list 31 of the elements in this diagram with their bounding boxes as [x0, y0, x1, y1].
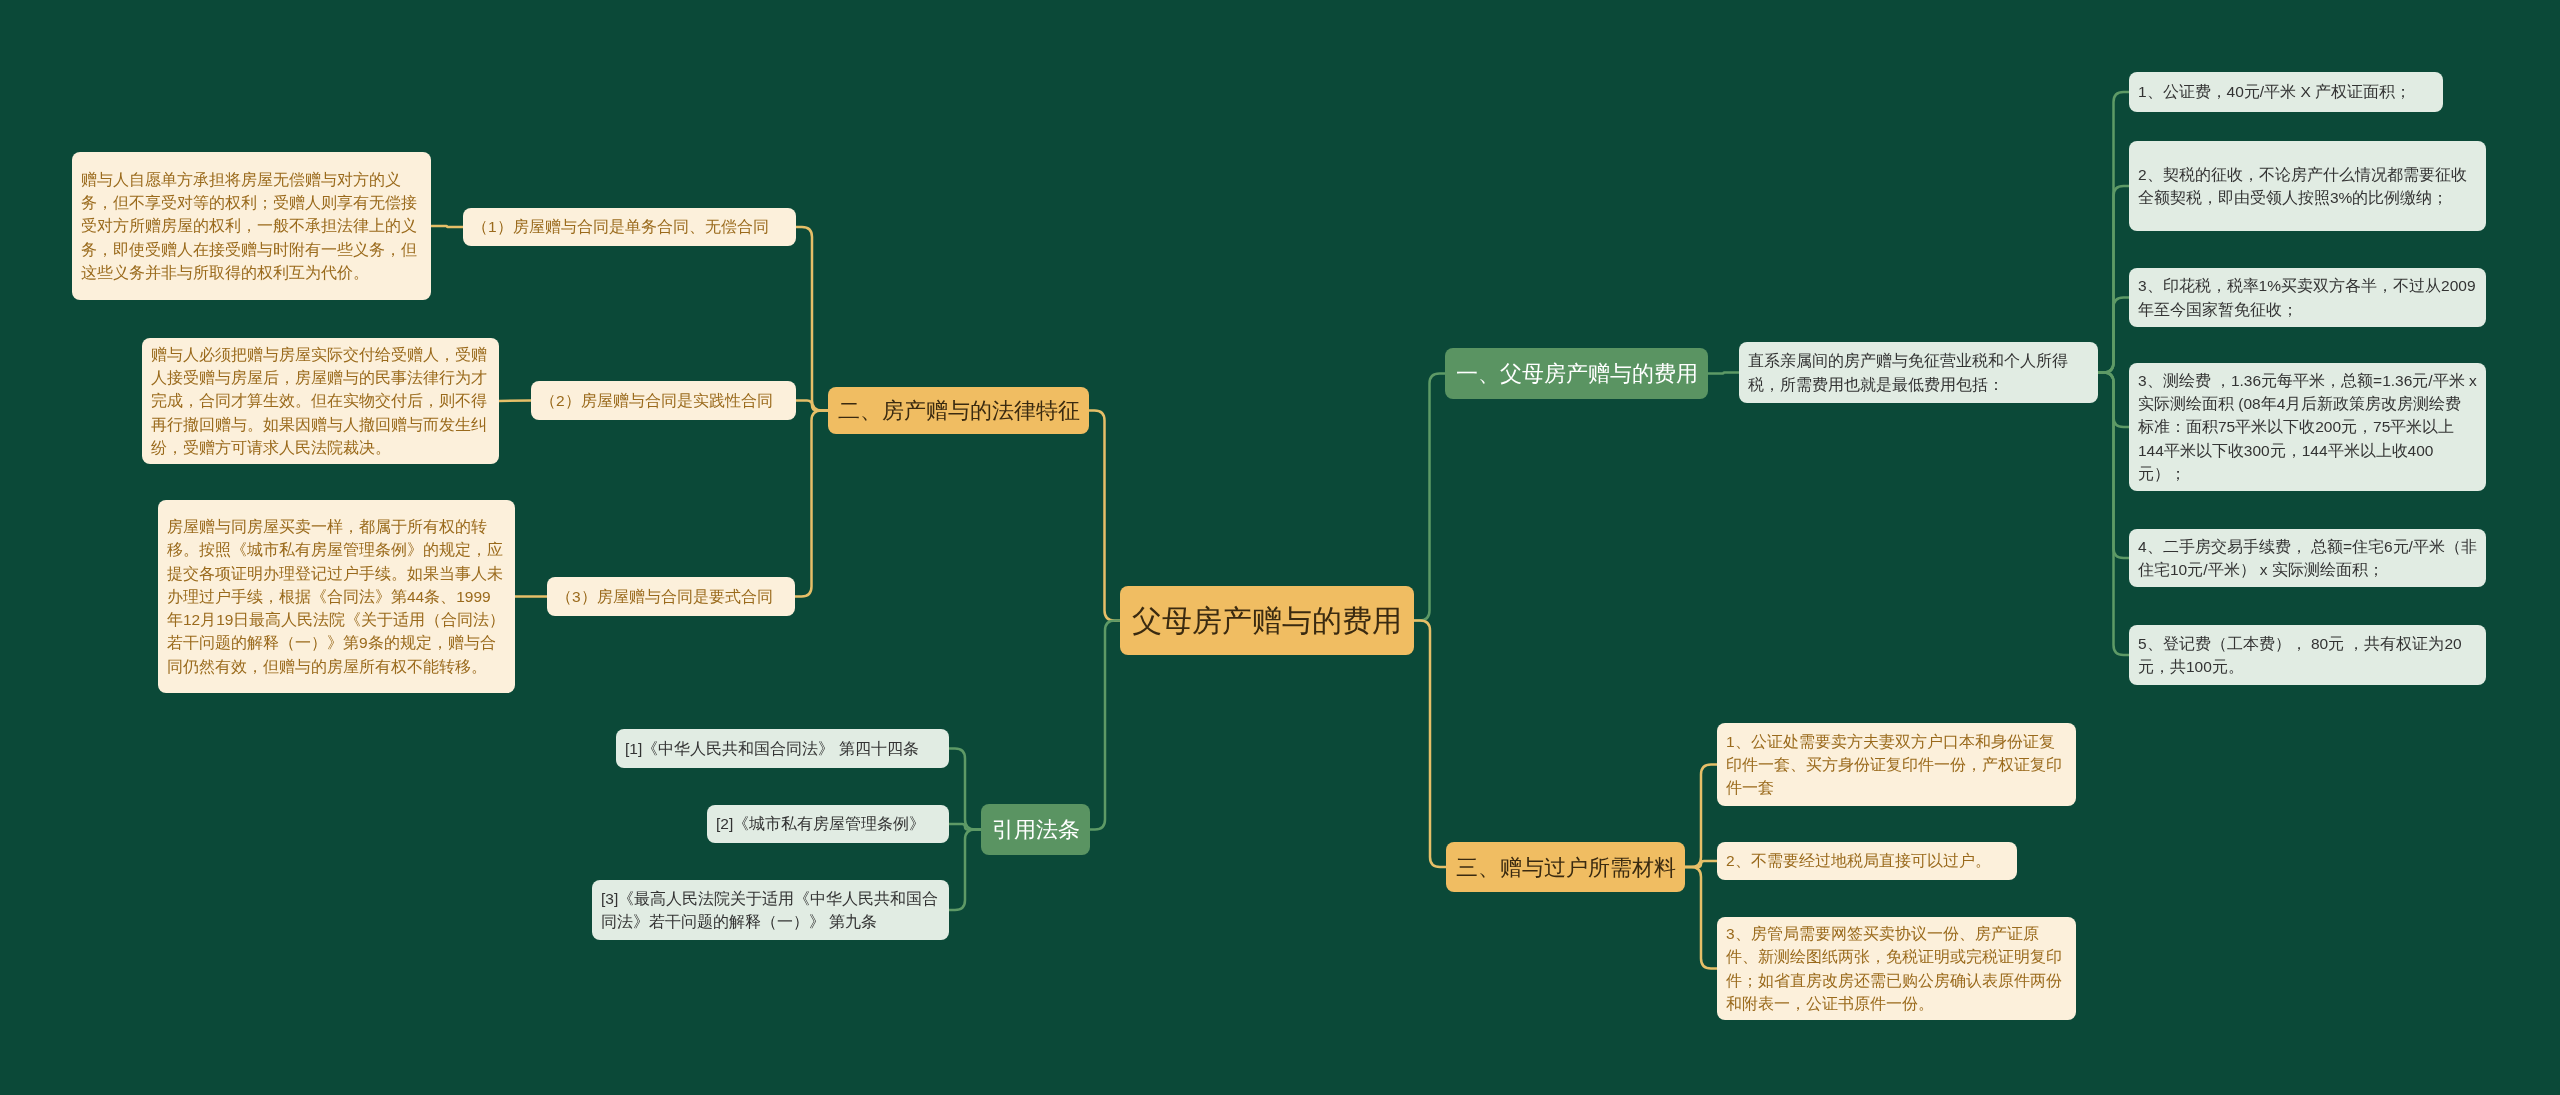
note-box: [1]《中华人民共和国合同法》 第四十四条	[616, 729, 949, 768]
connector-line	[1414, 619, 1446, 869]
connector-line	[795, 409, 828, 598]
note-box: 房屋赠与同房屋买卖一样，都属于所有权的转移。按照《城市私有房屋管理条例》的规定，应提交各项证明办理登记过户手续。如果当事人未办理过户手续，根据《合同法》第44条、1999年12月19日最高人民法院《关于适用（合同法）若干问题的解释（一）》第9条的规定，赠与合同仍然有效，但赠与的房屋所有权不能转移。	[158, 500, 515, 693]
note-box: 1、公证费，40元/平米 X 产权证面积；	[2129, 72, 2443, 112]
note-box: [2]《城市私有房屋管理条例》	[707, 805, 949, 843]
note-box: [3]《最高人民法院关于适用《中华人民共和国合同法》若干问题的解释（一）》 第九条	[592, 880, 949, 940]
note-box: 4、二手房交易手续费， 总额=住宅6元/平米（非住宅10元/平米） x 实际测绘面积；	[2129, 529, 2486, 587]
note-box: 3、房管局需要网签买卖协议一份、房产证原件、新测绘图纸两张，免税证明或完税证明复印件；如省直房改房还需已购公房确认表原件两份和附表一，公证书原件一份。	[1717, 917, 2076, 1020]
branch-box: 引用法条	[981, 804, 1090, 855]
note-box: （3）房屋赠与合同是要式合同	[547, 577, 795, 616]
note-box: 2、不需要经过地税局直接可以过户。	[1717, 842, 2017, 880]
connector-line	[515, 595, 547, 598]
connector-line	[1685, 865, 1717, 970]
central-topic-box: 父母房产赠与的费用	[1120, 586, 1414, 655]
note-box: 直系亲属间的房产赠与免征营业税和个人所得税，所需费用也就是最低费用包括：	[1739, 342, 2098, 403]
connector-line	[498, 399, 532, 403]
branch-box: 三、赠与过户所需材料	[1446, 842, 1685, 892]
note-box: 赠与人自愿单方承担将房屋无偿赠与对方的义务，但不享受对等的权利；受赠人则享有无偿接受对方所赠房屋的权利，一般不承担法律上的义务，即使受赠人在接受赠与时附有一些义务，但这些义务并非与所取得的权利互为代价。	[72, 152, 431, 300]
note-box: 5、登记费（工本费）， 80元 ，共有权证为20元，共100元。	[2129, 625, 2486, 685]
branch-box: 一、父母房产赠与的费用	[1445, 348, 1708, 399]
branch-box: 二、房产赠与的法律特征	[828, 387, 1089, 434]
note-box: 赠与人必须把赠与房屋实际交付给受赠人，受赠人接受赠与房屋后，房屋赠与的民事法律行为才完成，合同才算生效。但在实物交付后，则不得再行撤回赠与。如果因赠与人撤回赠与而发生纠纷，受赠方可请求人民法院裁决。	[142, 338, 499, 464]
note-box: 3、测绘费 ，1.36元每平米，总额=1.36元/平米 x 实际测绘面积 (08年4月后新政策房改房测绘费标准：面积75平米以下收200元，75平米以上144平米以下收300元，144平米以上收400元）；	[2129, 363, 2486, 491]
connector-line	[1708, 371, 1739, 375]
note-box: （1）房屋赠与合同是单务合同、无偿合同	[463, 208, 796, 246]
note-box: 3、印花税，税率1%买卖双方各半，不过从2009年至今国家暂免征收；	[2129, 268, 2486, 327]
note-box: 1、公证处需要卖方夫妻双方户口本和身份证复印件一套、买方身份证复印件一份，产权证复印件一套	[1717, 723, 2076, 806]
note-box: （2）房屋赠与合同是实践性合同	[531, 381, 796, 420]
connector-line	[431, 224, 463, 229]
note-box: 2、契税的征收，不论房产什么情况都需要征收全额契税，即由受领人按照3%的比例缴纳；	[2129, 141, 2486, 231]
